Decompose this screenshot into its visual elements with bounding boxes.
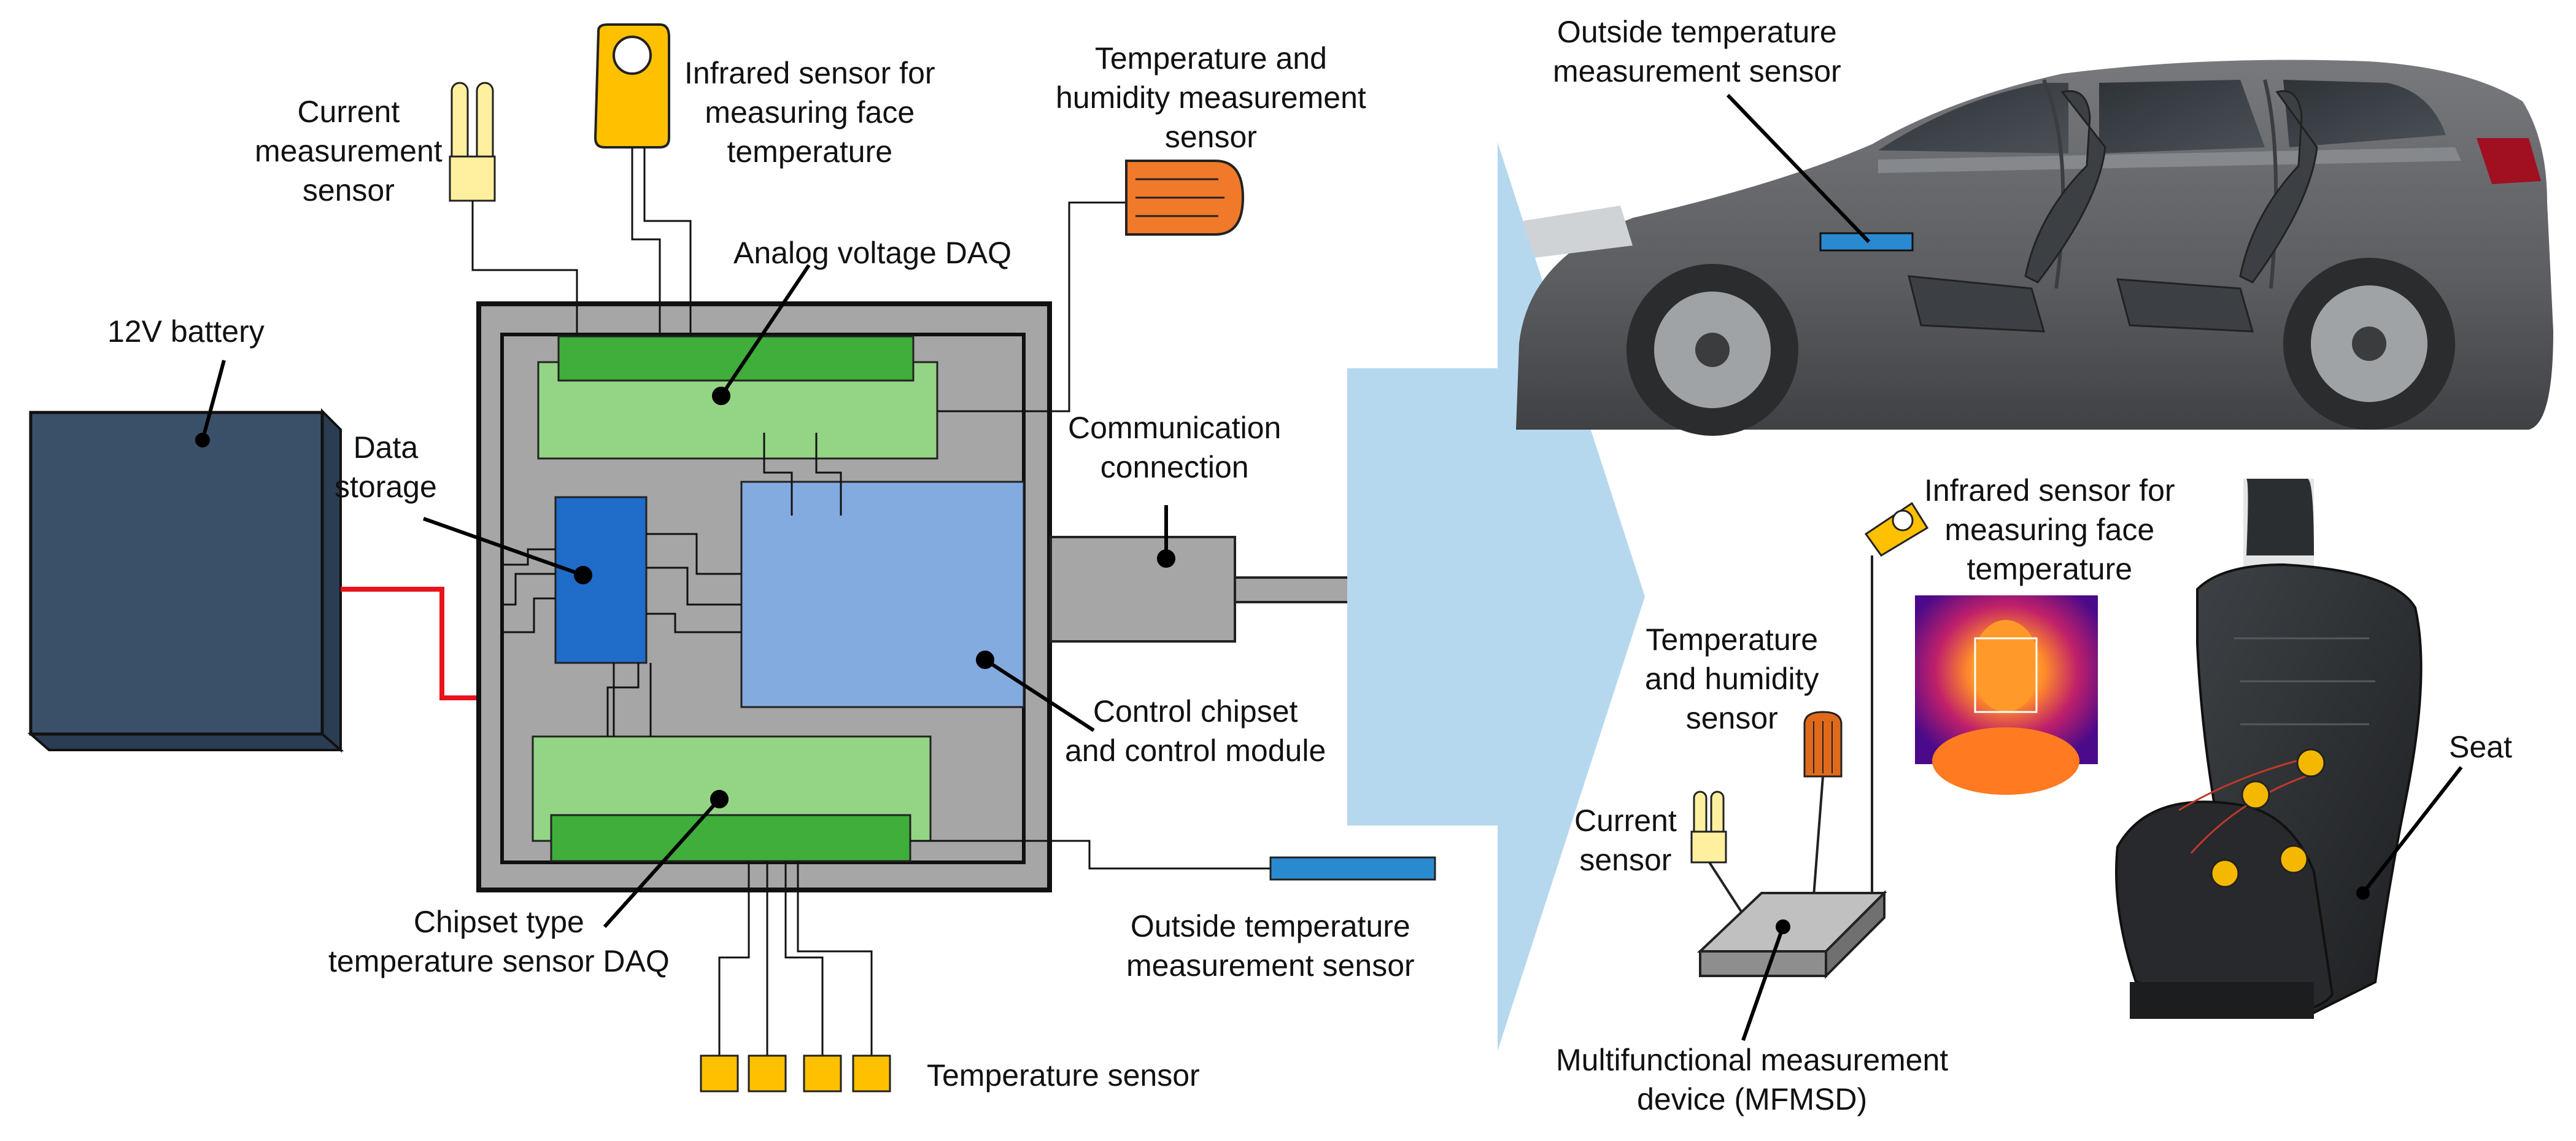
leader-lines (422, 264, 1175, 929)
right-ir-sensor-label: Infrared sensor for measuring face tempe… (1924, 473, 2175, 586)
communication-connector (1050, 536, 1236, 643)
chipset-daq-label: Chipset type temperature sensor DAQ (328, 905, 670, 978)
battery-leader (201, 360, 226, 441)
battery (27, 408, 344, 753)
control-module (740, 481, 1025, 708)
control-module-label: Control chipset and control module (1065, 694, 1326, 768)
current-sensor-wire (471, 201, 578, 336)
mfmsd-device (1696, 890, 1887, 979)
chipset-temperature-daq (532, 735, 932, 862)
ir-sensor-label: Infrared sensor for measuring face tempe… (684, 56, 935, 169)
car-outside-leader (1726, 93, 1871, 244)
current-sensor-small (1690, 791, 1727, 864)
ir-sensor-wire-2 (643, 147, 692, 336)
outside-temperature-sensor (1269, 856, 1436, 881)
right-th-sensor-label: Temperature and humidity sensor (1645, 622, 1819, 735)
mfmsd-leader (1741, 926, 1785, 1041)
infrared-sensor (594, 23, 670, 149)
th-small-wire (1812, 776, 1824, 897)
thermal-image (1915, 595, 2098, 795)
car-outside-sensor-label: Outside temperature measurement sensor (1553, 15, 1841, 88)
ir-sensor-small (1864, 501, 1929, 557)
ir-sensor-wire-1 (631, 147, 661, 336)
th-sensor-label: Temperature and humidity measurement sen… (1056, 41, 1366, 154)
mfmsd-dot (1776, 919, 1790, 934)
car-photo (1516, 60, 2553, 436)
seat-label: Seat (2449, 730, 2512, 764)
seat-photo (2115, 479, 2423, 1019)
temperature-sensors (700, 1054, 891, 1093)
temperature-humidity-sensor (1125, 160, 1245, 236)
right-current-sensor-label: Current sensor (1574, 803, 1677, 877)
seat-leader (2361, 766, 2463, 894)
internal-wiring (502, 201, 1271, 870)
data-storage (554, 496, 648, 664)
current-sensor-label: Current measurement sensor (255, 95, 443, 207)
battery-dot (195, 433, 210, 447)
current-measurement-sensor (449, 82, 496, 202)
mfmsd-label: Multifunctional measurement device (MFMS… (1556, 1043, 1949, 1116)
outside-sensor-label: Outside temperature measurement sensor (1126, 909, 1415, 983)
communication-label: Communication connection (1068, 411, 1282, 484)
analog-voltage-daq (537, 335, 938, 460)
temperature-sensor-label: Temperature sensor (927, 1058, 1200, 1093)
data-storage-label: Data storage (335, 430, 437, 504)
temperature-sensor-wires (718, 861, 873, 1056)
current-small-wire (1708, 861, 1744, 916)
seat-dot (2356, 886, 2370, 900)
battery-label: 12V battery (107, 314, 265, 349)
analog-daq-label: Analog voltage DAQ (733, 236, 1012, 270)
th-sensor-small (1803, 711, 1843, 778)
